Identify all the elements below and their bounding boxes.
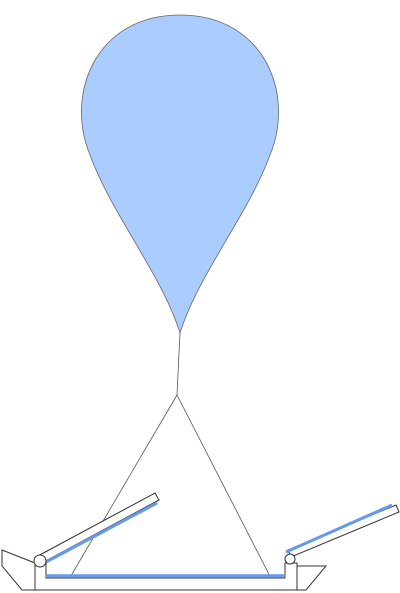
tether-line xyxy=(176,332,181,396)
platform-tray xyxy=(34,562,298,591)
right-wing xyxy=(296,565,328,591)
left-wing xyxy=(1,549,36,591)
suspension-line-right xyxy=(176,394,276,587)
left-solar-panel-surface xyxy=(45,501,158,564)
right-solar-panel-surface xyxy=(285,503,393,554)
right-solar-panel xyxy=(287,504,400,558)
left-hinge xyxy=(33,554,47,568)
left-solar-panel xyxy=(35,492,160,565)
balloon-envelope xyxy=(81,14,279,335)
right-hinge xyxy=(284,553,296,565)
suspension-line-left xyxy=(64,394,178,587)
